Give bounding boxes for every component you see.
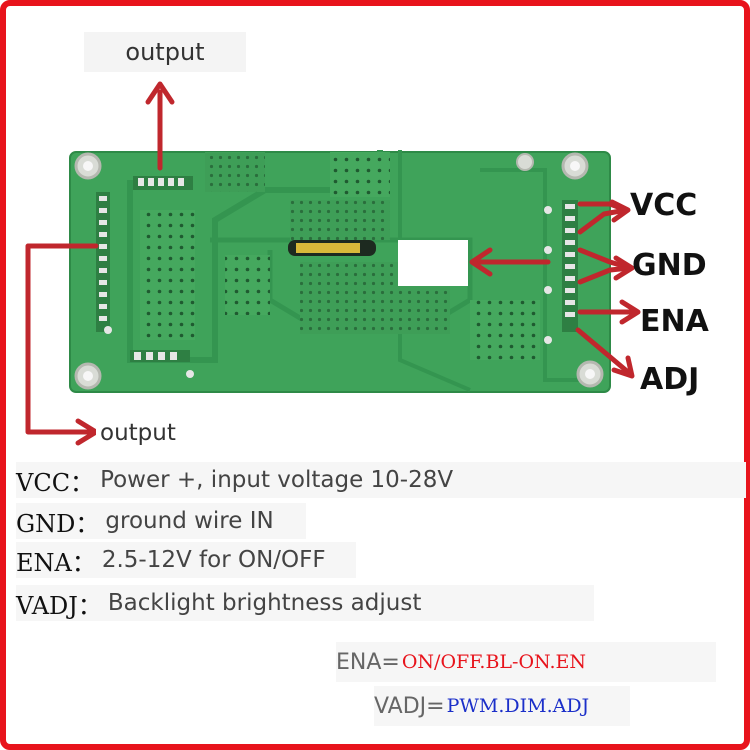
via-field — [205, 152, 265, 192]
via-field — [470, 300, 540, 360]
pads-bottom-left — [104, 326, 194, 378]
description-text: 2.5-12V for ON/OFF — [101, 547, 326, 573]
pin-label-gnd: GND — [632, 248, 707, 283]
output-label-top: output — [84, 32, 246, 72]
note-ena: ENA= ON/OFF.BL-ON.EN — [336, 642, 716, 682]
description-ena: ENA： 2.5-12V for ON/OFF — [16, 542, 356, 578]
description-text: Power +, input voltage 10-28V — [100, 467, 454, 493]
note-value: ON/OFF.BL-ON.EN — [401, 651, 586, 673]
description-vcc: VCC： Power +, input voltage 10-28V — [16, 462, 746, 498]
note-key: VADJ= — [374, 693, 445, 719]
via-field — [140, 210, 195, 340]
note-vadj: VADJ= PWM.DIM.ADJ — [374, 686, 630, 726]
via-field — [290, 200, 390, 240]
output-label-bottom: output — [96, 414, 190, 452]
input-connector-right — [544, 200, 578, 344]
description-text: ground wire IN — [105, 508, 274, 534]
via-field — [330, 152, 390, 197]
arrow-output-bottom — [25, 243, 99, 435]
output-connector-top — [133, 176, 193, 190]
via-field — [225, 255, 270, 315]
pin-label-adj: ADJ — [640, 362, 700, 397]
note-value: PWM.DIM.ADJ — [446, 695, 590, 717]
arrow-gnd — [577, 247, 633, 271]
output-connector-left — [96, 192, 110, 332]
description-key: VADJ： — [16, 591, 102, 620]
description-key: GND： — [16, 509, 100, 538]
arrow-adj — [575, 327, 631, 375]
pin-label-ena: ENA — [640, 304, 709, 339]
arrowhead-left-icon — [469, 247, 493, 277]
description-key: VCC： — [16, 468, 95, 497]
description-gnd: GND： ground wire IN — [16, 503, 306, 539]
description-text: Backlight brightness adjust — [107, 590, 422, 616]
note-key: ENA= — [336, 649, 400, 675]
redaction-patch — [398, 240, 468, 286]
description-vadj: VADJ： Backlight brightness adjust — [16, 585, 594, 621]
arrowhead-up-icon — [145, 81, 175, 105]
pcb-body — [69, 150, 611, 393]
annotation-arrows — [25, 81, 641, 446]
pin-label-vcc: VCC — [630, 188, 698, 223]
description-key: ENA： — [16, 548, 96, 577]
